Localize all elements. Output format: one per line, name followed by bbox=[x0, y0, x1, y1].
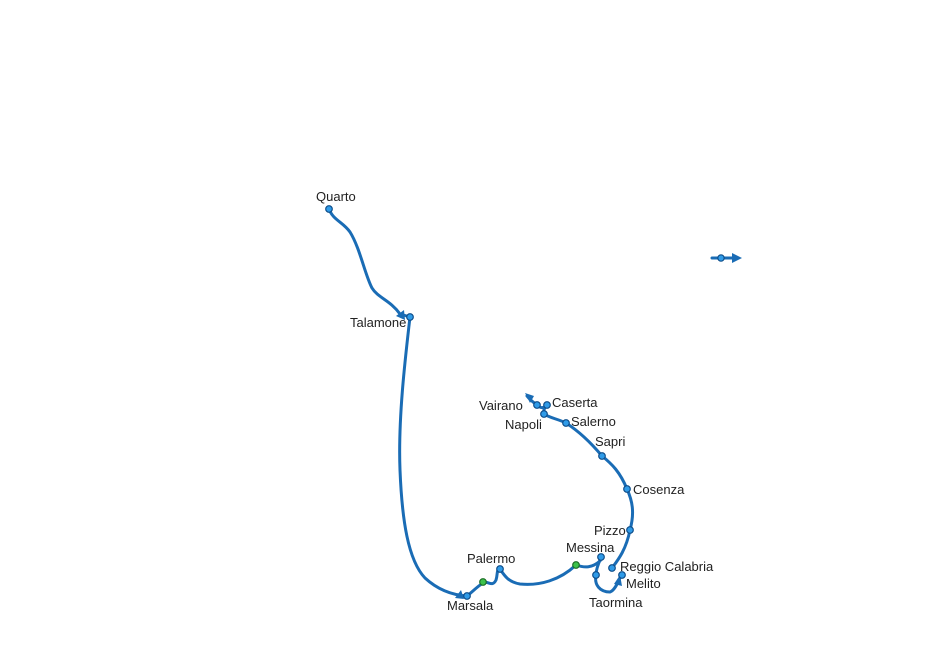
route-arrow-talamone bbox=[396, 310, 405, 320]
route-arrow-marsala bbox=[455, 590, 464, 599]
stop-milazzo[interactable] bbox=[572, 561, 580, 569]
stop-reggio-calabria[interactable] bbox=[608, 564, 616, 572]
stop-cosenza[interactable] bbox=[623, 485, 631, 493]
label-salerno: Salerno bbox=[571, 414, 616, 429]
label-cosenza: Cosenza bbox=[633, 482, 685, 497]
legend-stop-dot bbox=[717, 254, 725, 262]
stop-messina[interactable] bbox=[597, 553, 605, 561]
label-pizzo: Pizzo bbox=[594, 523, 626, 538]
label-sapri: Sapri bbox=[595, 434, 625, 449]
label-napoli: Napoli bbox=[505, 417, 542, 432]
stop-salerno[interactable] bbox=[562, 419, 570, 427]
stop-marsala[interactable] bbox=[463, 592, 471, 600]
stop-taormina[interactable] bbox=[592, 571, 600, 579]
label-melito: Melito bbox=[626, 576, 661, 591]
label-caserta: Caserta bbox=[552, 395, 598, 410]
stop-napoli[interactable] bbox=[540, 410, 548, 418]
label-reggio-calabria: Reggio Calabria bbox=[620, 559, 714, 574]
stop-talamone[interactable] bbox=[406, 313, 414, 321]
stop-quarto[interactable] bbox=[325, 205, 333, 213]
route-arrow-vairano bbox=[525, 393, 534, 403]
label-marsala: Marsala bbox=[447, 598, 494, 613]
stop-vairano[interactable] bbox=[533, 401, 541, 409]
stop-melito[interactable] bbox=[618, 571, 626, 579]
stop-caserta[interactable] bbox=[543, 401, 551, 409]
label-messina: Messina bbox=[566, 540, 615, 555]
stop-calatafimi[interactable] bbox=[479, 578, 487, 586]
label-vairano: Vairano bbox=[479, 398, 523, 413]
label-palermo: Palermo bbox=[467, 551, 515, 566]
label-talamone: Talamone bbox=[350, 315, 406, 330]
stop-sapri[interactable] bbox=[598, 452, 606, 460]
label-quarto: Quarto bbox=[316, 189, 356, 204]
stop-palermo[interactable] bbox=[496, 565, 504, 573]
stop-pizzo[interactable] bbox=[626, 526, 634, 534]
legend-arrow-icon bbox=[732, 253, 742, 263]
label-taormina: Taormina bbox=[589, 595, 643, 610]
